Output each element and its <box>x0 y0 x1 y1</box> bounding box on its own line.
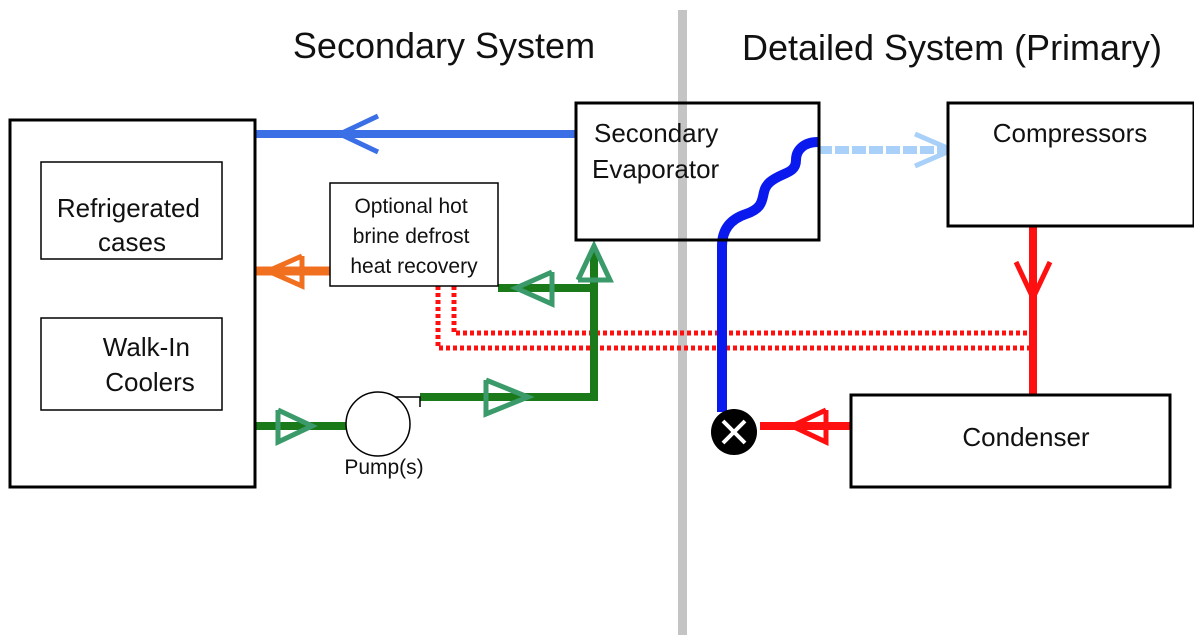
compressors-box <box>946 101 1194 228</box>
secondary-evaporator-label: Secondary Evaporator <box>592 118 726 184</box>
secondary-system-title: Secondary System <box>293 25 595 66</box>
pump-icon <box>345 391 421 457</box>
walk-in-coolers-label: Walk-In Coolers <box>103 332 197 397</box>
secondary-evaporator-box <box>574 101 821 242</box>
hot-brine-arrow <box>261 253 305 290</box>
return-brine-arrows <box>275 240 614 446</box>
compressors-label: Compressors <box>993 118 1148 148</box>
refrigerated-cases-box <box>40 161 223 260</box>
walk-in-coolers-box <box>40 317 223 411</box>
refrigerant-lines <box>760 226 1037 430</box>
hot-brine-defrost-label: Optional hot brine defrost heat recovery <box>350 195 478 278</box>
system-divider <box>678 10 687 635</box>
refrigerant-arrows <box>786 260 1053 446</box>
supply-brine-arrow <box>334 113 380 155</box>
refrigerated-cases-label: Refrigerated cases <box>57 193 207 257</box>
primary-system-title: Detailed System (Primary) <box>742 27 1162 68</box>
hot-brine-defrost-box <box>329 182 499 287</box>
evaporator-coil-line <box>717 137 819 412</box>
heat-recovery-lines <box>435 286 1033 351</box>
expansion-valve-icon <box>711 409 757 455</box>
condenser-label: Condenser <box>962 422 1090 452</box>
condenser-box <box>849 393 1172 489</box>
pump-label: Pump(s) <box>344 456 423 479</box>
